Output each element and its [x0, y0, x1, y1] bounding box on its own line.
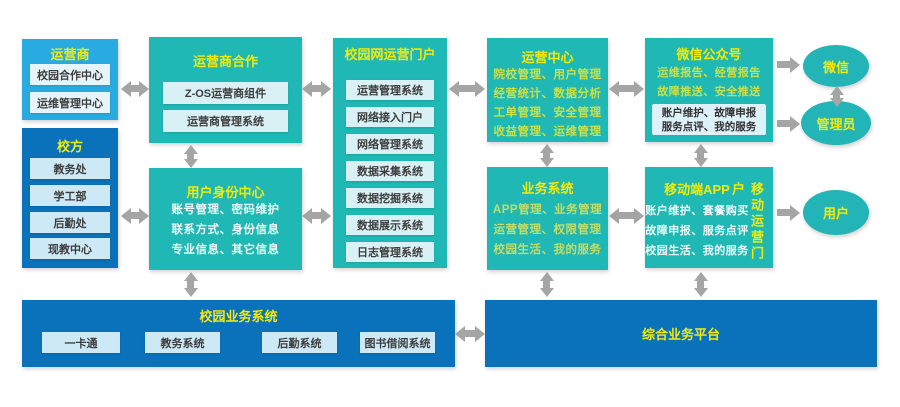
operation-center-line: 工单管理、安全管理 [493, 107, 602, 119]
arrow-wechatbox-wechat [777, 61, 790, 68]
operator-title: 运营商 [50, 47, 90, 62]
campus-portal-item: 网络接入门户 [346, 107, 434, 127]
campus-portal-box: 校园网运营门户 运营管理系统 网络接入门户 网络管理系统 数据采集系统 数据挖掘… [333, 38, 447, 268]
wechat-service-panel: 账户维护、故障申报 服务点评、我的服务 [652, 104, 766, 135]
arrow-identity-portal [312, 212, 321, 219]
operator-item: 运维管理中心 [30, 92, 110, 113]
campus-portal-item: 网络管理系统 [346, 134, 434, 154]
user-identity-center-title: 用户身份中心 [186, 185, 265, 200]
arrow-cooperation-identity [187, 154, 194, 159]
school-item: 现教中心 [30, 238, 110, 259]
operation-center-title: 运营中心 [521, 50, 574, 65]
user-identity-line: 专业信息、其它信息 [171, 244, 280, 256]
wechat-official-line: 运维报告、经营报告 [657, 67, 761, 79]
arrow-mobileapp-user [777, 209, 790, 216]
operator-cooperation-title: 运营商合作 [192, 54, 258, 69]
arrow-wechatbox-admin [777, 120, 790, 127]
wechat-official-box: 微信公众号 运维报告、经营报告 故障推送、安全推送 账户维护、故障申报 服务点评… [645, 38, 773, 142]
wechat-oval: 微信 [803, 45, 869, 87]
business-system-line: 校园生活、我的服务 [493, 244, 602, 256]
arrow-business-mobile-app [619, 212, 634, 219]
mobile-app-line: 校园生活、我的服务 [645, 245, 749, 257]
user-oval: 用户 [803, 190, 869, 235]
campus-business-item: 一卡通 [42, 332, 120, 353]
arrow-operator-cooperation [131, 85, 139, 92]
business-system-line: APP管理、业务管理 [492, 204, 603, 216]
wechat-service-panel-line: 账户维护、故障申报 [661, 106, 757, 119]
mobile-app-title: 移动端APP [664, 182, 730, 197]
mobile-app-line: 故障申报、服务点评 [645, 225, 749, 237]
arrow-operation-center-wechat [619, 85, 634, 92]
campus-business-box: 校园业务系统 一卡通 教务系统 后勤系统 图书借阅系统 [22, 300, 455, 367]
user-identity-lines: 账号管理、密码维护 联系方式、身份信息 专业信息、其它信息 [149, 200, 302, 260]
school-item: 后勤处 [30, 212, 110, 233]
campus-portal-item: 运营管理系统 [346, 80, 434, 100]
operation-center-box: 运营中心 院校管理、用户管理 经营统计、数据分析 工单管理、安全管理 收益管理、… [487, 38, 608, 142]
arrow-campusbiz-platform [465, 330, 475, 337]
campus-business-item: 教务系统 [145, 332, 220, 353]
school-title: 校方 [56, 139, 83, 154]
operator-cooperation-box: 运营商合作 Z-OS运营商组件 运营商管理系统 [149, 37, 302, 143]
user-identity-center-box: 用户身份中心 账号管理、密码维护 联系方式、身份信息 专业信息、其它信息 [149, 168, 302, 270]
arrow-cooperation-portal [312, 85, 321, 92]
mobile-portal-side-label: 移动运营门户 [730, 182, 764, 262]
operation-center-line: 院校管理、用户管理 [493, 69, 602, 81]
campus-business-title: 校园业务系统 [199, 309, 278, 324]
integrated-platform-box: 综合业务平台 [485, 300, 877, 367]
school-box: 校方 教务处 学工部 后勤处 现教中心 [22, 128, 118, 268]
operator-box: 运营商 校园合作中心 运维管理中心 [22, 39, 118, 120]
arrow-business-platform [543, 281, 550, 288]
school-item: 学工部 [30, 185, 110, 206]
mobile-app-lines: 账户维护、套餐购买 故障申报、服务点评 校园生活、我的服务 [645, 201, 749, 261]
campus-portal-title: 校园网运营门户 [344, 47, 436, 62]
mobile-app-box: 移动端APP 账户维护、套餐购买 故障申报、服务点评 校园生活、我的服务 移动运… [645, 167, 773, 268]
campus-portal-item: 日志管理系统 [346, 242, 434, 262]
operation-center-lines: 院校管理、用户管理 经营统计、数据分析 工单管理、安全管理 收益管理、运维管理 [487, 66, 608, 142]
wechat-official-title: 微信公众号 [676, 47, 742, 62]
campus-portal-item: 数据采集系统 [346, 161, 434, 181]
user-identity-line: 账号管理、密码维护 [171, 204, 280, 216]
school-item: 教务处 [30, 158, 110, 179]
arrow-opcenter-business [543, 153, 550, 158]
operation-center-line: 经营统计、数据分析 [493, 88, 602, 100]
wechat-official-line: 故障推送、安全推送 [657, 86, 761, 98]
arrow-mobileapp-platform [697, 281, 704, 288]
wechat-service-panel-line: 服务点评、我的服务 [661, 120, 757, 133]
operator-cooperation-item: Z-OS运营商组件 [163, 82, 288, 104]
campus-business-item: 图书借阅系统 [360, 332, 435, 353]
operation-center-line: 收益管理、运维管理 [493, 126, 602, 138]
operator-item: 校园合作中心 [30, 64, 110, 85]
arrow-portal-operation-center [459, 85, 475, 92]
campus-portal-item: 数据展示系统 [346, 215, 434, 235]
arrow-wechat-mobileapp [697, 153, 704, 158]
campus-portal-item: 数据挖掘系统 [346, 188, 434, 208]
campus-business-item: 后勤系统 [262, 332, 337, 353]
operator-cooperation-item: 运营商管理系统 [163, 110, 288, 132]
wechat-official-lines: 运维报告、经营报告 故障推送、安全推送 [645, 64, 773, 102]
arrow-wechat-admin-ovals [833, 95, 840, 98]
arrow-school-identity [131, 212, 139, 219]
business-system-title: 业务系统 [521, 181, 574, 196]
arrow-identity-campusbiz [187, 281, 194, 288]
business-system-box: 业务系统 APP管理、业务管理 运营管理、权限管理 校园生活、我的服务 [487, 167, 608, 270]
mobile-app-line: 账户维护、套餐购买 [645, 205, 749, 217]
user-identity-line: 联系方式、身份信息 [171, 224, 280, 236]
admin-oval: 管理员 [801, 101, 871, 145]
business-system-line: 运营管理、权限管理 [493, 224, 602, 236]
business-system-lines: APP管理、业务管理 运营管理、权限管理 校园生活、我的服务 [487, 200, 608, 260]
